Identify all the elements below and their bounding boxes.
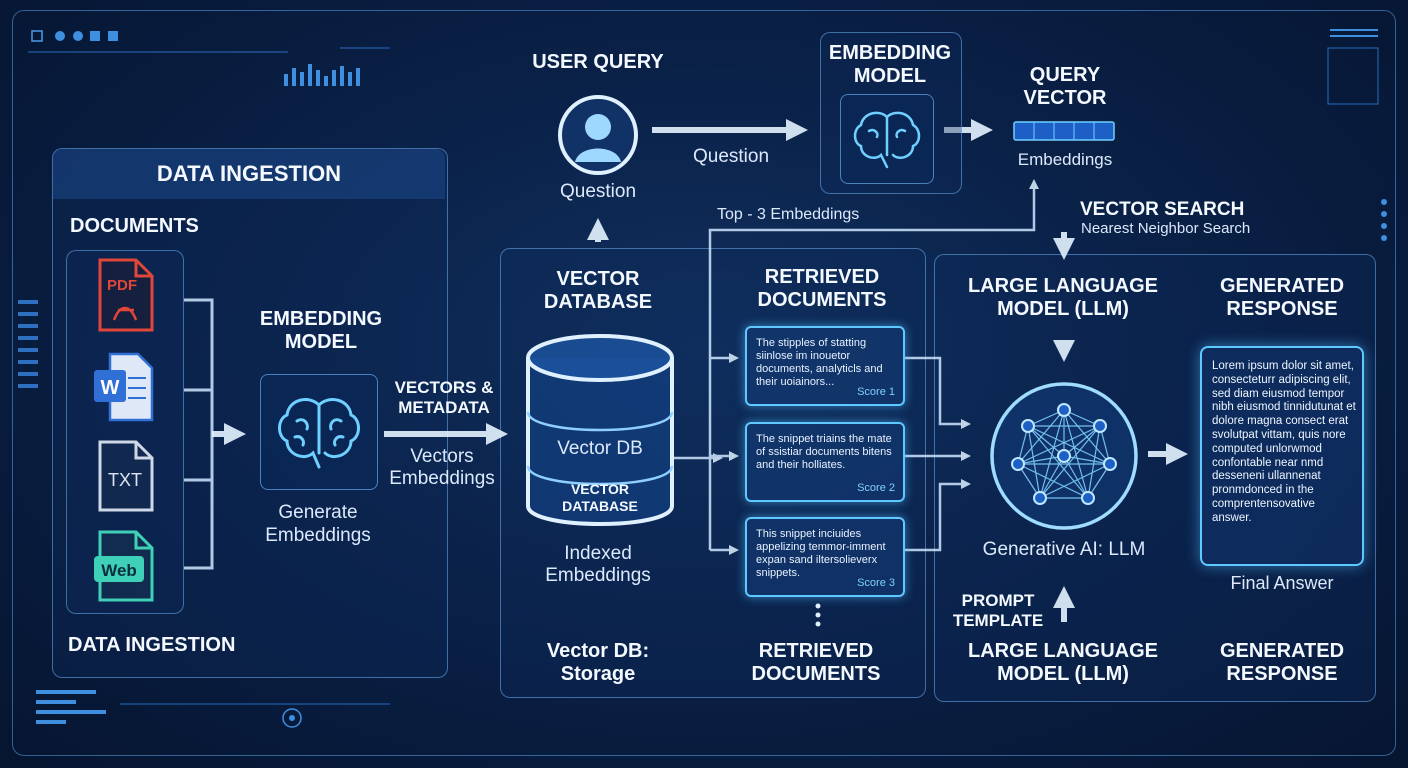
embedding-model-left-title-line1: EMBEDDING xyxy=(259,308,383,330)
brain-icon xyxy=(278,398,360,469)
query-vector-title-line1: QUERY xyxy=(1029,64,1101,86)
snippet-score: Score 3 xyxy=(857,577,895,589)
vector-db-footer-line2: Storage xyxy=(560,663,636,685)
snippet-text: The snippet triains the mate of ssistiar… xyxy=(756,433,892,471)
hud-decoration-top-left xyxy=(28,30,288,53)
pdf-file-icon: PDF xyxy=(98,258,154,332)
hud-bars-decoration xyxy=(284,47,390,86)
data-ingestion-header-bar xyxy=(53,149,445,199)
top3-embeddings-label: Top - 3 Embeddings xyxy=(717,206,860,223)
embedding-model-left-caption-line1: Generate xyxy=(278,502,358,523)
vector-db-caption-line1: Indexed xyxy=(564,543,632,564)
vector-database-title-line2: DATABASE xyxy=(543,291,653,313)
generated-response-title-line2: RESPONSE xyxy=(1226,298,1338,320)
outer-frame xyxy=(12,10,1396,756)
retrieved-documents-title-line1: RETRIEVED xyxy=(764,266,880,288)
llm-title-line2: MODEL (LLM) xyxy=(997,298,1129,320)
embedding-model-left-title-line2: MODEL xyxy=(284,331,358,353)
user-query-caption: Question xyxy=(559,181,637,202)
embedding-model-left-caption-line2: Embeddings xyxy=(265,525,371,546)
hud-decoration-top-right xyxy=(1327,29,1379,105)
word-label: W xyxy=(101,377,120,399)
embedding-model-top-box xyxy=(840,94,934,184)
generated-answer-card[interactable]: Lorem ipsum dolor sit amet, consecteturr… xyxy=(1200,346,1364,566)
hud-decoration-bottom-left xyxy=(36,690,390,728)
vectors-metadata-title-line1: VECTORS & xyxy=(394,378,494,397)
question-arrow-label: Question xyxy=(692,146,770,167)
hud-dots-right xyxy=(1381,199,1387,241)
answer-text: Lorem ipsum dolor sit amet, consecteturr… xyxy=(1212,360,1356,524)
snippet-text: The stipples of statting siinlose im ino… xyxy=(756,337,883,388)
embedding-model-top-title-line2: MODEL xyxy=(853,65,927,87)
vector-database-title-line1: VECTOR xyxy=(556,268,640,290)
retrieved-snippet-card[interactable]: The stipples of statting siinlose im ino… xyxy=(745,326,905,406)
database-cylinder-icon xyxy=(526,334,674,526)
query-vector-bar-icon xyxy=(1013,121,1115,141)
user-avatar-icon xyxy=(558,95,638,175)
txt-file-icon: TXT xyxy=(98,440,154,512)
retrieved-documents-footer-line1: RETRIEVED xyxy=(758,640,874,662)
generated-response-footer-line1: GENERATED xyxy=(1219,640,1345,662)
generated-response-footer-line2: RESPONSE xyxy=(1226,663,1338,685)
final-answer-caption: Final Answer xyxy=(1230,573,1334,593)
llm-footer-line2: MODEL (LLM) xyxy=(997,663,1129,685)
embedding-model-top-title-line1: EMBEDDING xyxy=(828,42,952,64)
vectors-metadata-title-line2: METADATA xyxy=(398,398,490,417)
retrieved-snippet-card[interactable]: The snippet triains the mate of ssistiar… xyxy=(745,422,905,502)
cylinder-sub-line2: DATABASE xyxy=(562,498,638,514)
txt-label: TXT xyxy=(108,470,142,490)
prompt-template-line1: PROMPT xyxy=(961,591,1035,610)
prompt-template-line2: TEMPLATE xyxy=(952,611,1044,630)
web-file-icon: Web xyxy=(94,530,154,602)
documents-label: DOCUMENTS xyxy=(70,215,199,237)
user-query-title: USER QUERY xyxy=(532,51,664,73)
brain-icon xyxy=(853,111,921,169)
vector-db-footer-line1: Vector DB: xyxy=(546,640,650,662)
vector-search-caption: Nearest Neighbor Search xyxy=(1081,220,1251,237)
generated-response-title-line1: GENERATED xyxy=(1219,275,1345,297)
retrieved-snippet-card[interactable]: This snippet inciuides appelizing temmor… xyxy=(745,517,905,597)
cylinder-sub-line1: VECTOR xyxy=(570,481,630,497)
llm-caption: Generative AI: LLM xyxy=(982,539,1146,560)
llm-title-line1: LARGE LANGUAGE xyxy=(968,275,1158,297)
more-ellipsis-icon xyxy=(815,603,821,627)
vector-db-caption-line2: Embeddings xyxy=(545,565,651,586)
vector-search-title: VECTOR SEARCH xyxy=(1080,199,1245,220)
pdf-label: PDF xyxy=(107,277,137,294)
hud-lines-left xyxy=(18,300,38,388)
retrieved-documents-footer-line2: DOCUMENTS xyxy=(751,663,881,685)
snippet-score: Score 2 xyxy=(857,482,895,494)
llm-footer-line1: LARGE LANGUAGE xyxy=(968,640,1158,662)
query-vector-caption: Embeddings xyxy=(1017,150,1113,169)
word-file-icon: W xyxy=(94,352,154,422)
vectors-caption-line2: Embeddings xyxy=(389,468,495,489)
query-vector-title-line2: VECTOR xyxy=(1023,87,1107,109)
retrieved-documents-title-line2: DOCUMENTS xyxy=(757,289,887,311)
embedding-model-left-box xyxy=(260,374,378,490)
vectors-caption-line1: Vectors xyxy=(410,446,474,467)
snippet-text: This snippet inciuides appelizing temmor… xyxy=(756,528,886,579)
web-label: Web xyxy=(101,561,137,580)
cylinder-label: Vector DB xyxy=(557,438,643,459)
neural-network-icon xyxy=(990,382,1138,530)
data-ingestion-title: DATA INGESTION xyxy=(156,161,342,186)
snippet-score: Score 1 xyxy=(857,386,895,398)
data-ingestion-footer: DATA INGESTION xyxy=(68,634,236,656)
